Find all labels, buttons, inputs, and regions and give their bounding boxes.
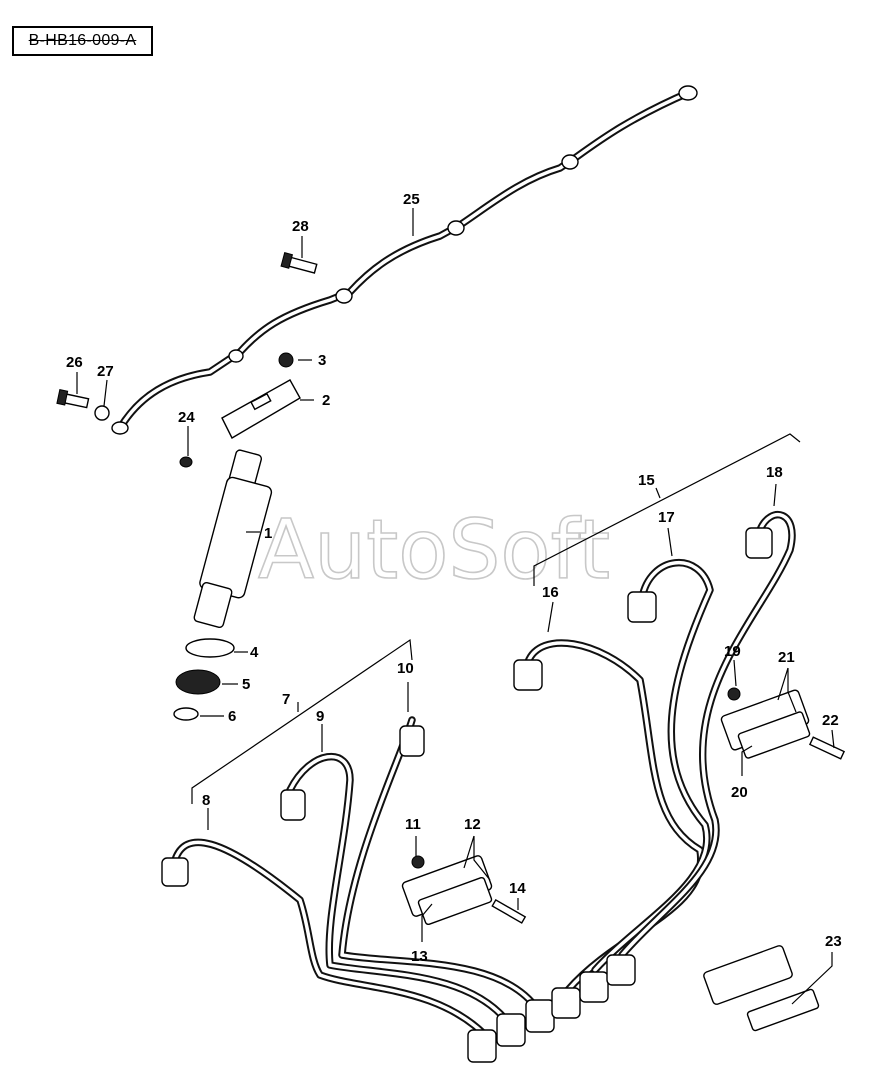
callout-7: 7 [282,691,290,708]
callout-15: 15 [638,472,655,489]
callout-4: 4 [250,644,259,661]
pipe-clamp-c [703,945,820,1032]
pipe-clamp-a [401,855,493,926]
callout-19: 19 [724,643,741,660]
callout-16: 16 [542,584,559,601]
clamp-nut-11 [411,855,425,869]
callout-3: 3 [318,352,326,369]
callout-1: 1 [264,525,272,542]
fuel-injector [193,449,273,629]
callout-11: 11 [405,816,421,833]
washer-5 [175,669,221,695]
washer-4 [185,638,235,658]
callout-2: 2 [322,392,330,409]
banjo-bolt-28 [280,252,318,274]
clamp-bolt-14 [491,898,527,924]
callout-20: 20 [731,784,748,801]
callout-10: 10 [397,660,414,677]
callout-14: 14 [509,880,526,897]
callout-24: 24 [178,409,195,426]
injection-pipes-set-a [161,716,555,1063]
callout-23: 23 [825,933,842,950]
callout-26: 26 [66,354,83,371]
watermark-text: AutoSoft [258,503,610,598]
callout-21: 21 [778,649,795,666]
callout-18: 18 [766,464,783,481]
callout-labels: 1 2 3 4 5 6 7 8 9 10 11 12 13 14 15 16 1… [66,191,842,965]
washer-24 [179,456,193,468]
callout-17: 17 [658,509,675,526]
callout-22: 22 [822,712,839,729]
callout-8: 8 [202,792,210,809]
banjo-bolt-26 [56,389,90,409]
callout-12: 12 [464,816,481,833]
callout-27: 27 [97,363,114,380]
washer-6 [173,707,199,721]
callout-25: 25 [403,191,420,208]
clamp-bolt-22 [808,736,846,760]
injection-pipes-set-b [513,511,796,1019]
callout-13: 13 [411,948,428,965]
washer-27 [94,405,110,421]
leader-lines [76,208,835,1005]
pipe-clamp-b [720,689,811,759]
clamp-nut-19 [727,687,741,701]
callout-28: 28 [292,218,309,235]
injector-clamp [221,379,301,439]
callout-9: 9 [316,708,324,725]
callout-6: 6 [228,708,236,725]
clamp-nut-3 [278,352,294,368]
callout-5: 5 [242,676,250,693]
diagram-reference-code: B-HB16-009-A [12,26,153,56]
leak-off-pipe [111,85,698,435]
